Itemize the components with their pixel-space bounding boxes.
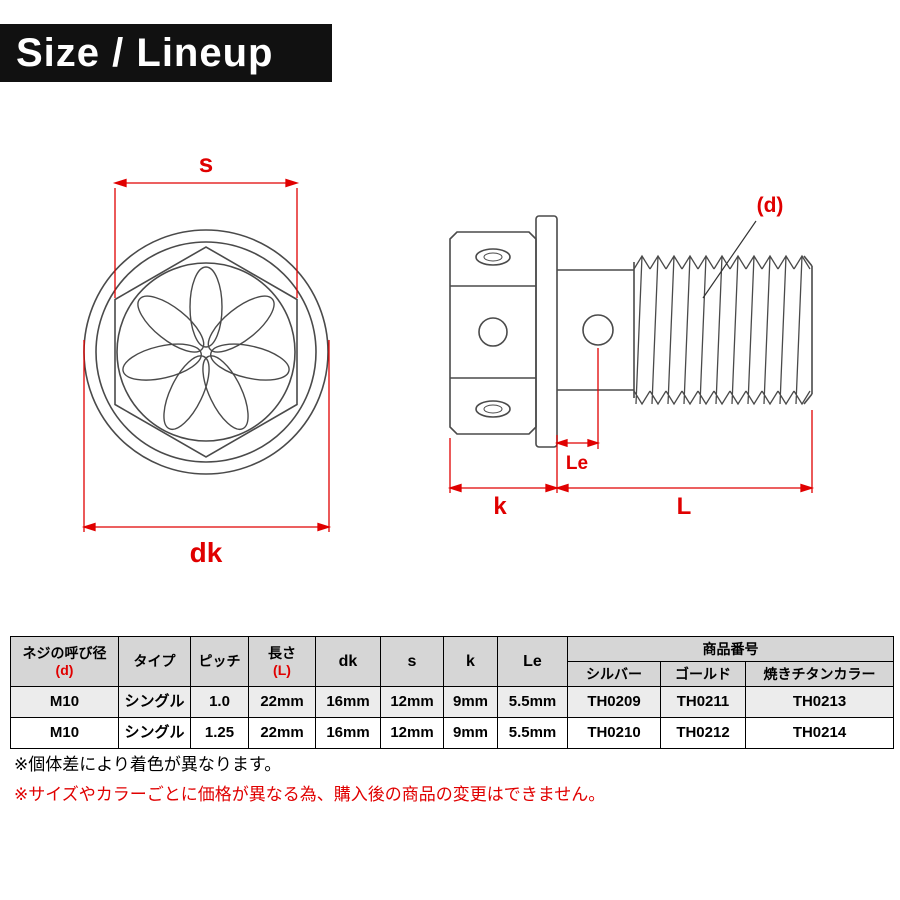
cell-le: 5.5mm — [497, 717, 568, 749]
table-row: M10 シングル 1.0 22mm 16mm 12mm 9mm 5.5mm TH… — [10, 686, 894, 718]
col-header-length-label: 長さ — [268, 644, 296, 661]
cell-product-gold: TH0212 — [660, 717, 746, 749]
head-dimple-middle — [478, 317, 508, 347]
cell-pitch: 1.25 — [190, 717, 249, 749]
bolt-technical-drawing: s dk (d) — [81, 148, 815, 568]
thread-ridges — [633, 254, 811, 406]
dim-label-dk: dk — [190, 537, 223, 568]
side-hex-head — [449, 231, 537, 435]
side-flange — [535, 215, 558, 448]
cell-product-silver: TH0209 — [567, 686, 661, 718]
cell-le: 5.5mm — [497, 686, 568, 718]
col-header-s: s — [380, 636, 444, 687]
page-title: Size / Lineup — [16, 30, 274, 75]
col-header-gold: ゴールド — [660, 661, 746, 687]
col-header-dk: dk — [315, 636, 381, 687]
dim-label-le: Le — [566, 453, 588, 474]
col-header-k: k — [443, 636, 498, 687]
col-header-silver: シルバー — [567, 661, 661, 687]
cell-type: シングル — [118, 717, 191, 749]
header-row-1: ネジの呼び径 (d) タイプ ピッチ 長さ (L) dk s k Le 商品番号 — [10, 636, 894, 687]
note-color-variation: ※個体差により着色が異なります。 — [14, 755, 282, 774]
cell-s: 12mm — [380, 686, 444, 718]
cell-product-titanium: TH0213 — [745, 686, 894, 718]
cell-dk: 16mm — [315, 717, 381, 749]
cell-product-gold: TH0211 — [660, 686, 746, 718]
cell-product-silver: TH0210 — [567, 717, 661, 749]
col-header-length-sub: (L) — [273, 661, 291, 678]
cell-s: 12mm — [380, 717, 444, 749]
cell-length: 22mm — [248, 717, 316, 749]
flange-inner-circle — [95, 241, 317, 463]
cell-size: M10 — [10, 686, 119, 718]
table-row: M10 シングル 1.25 22mm 16mm 12mm 9mm 5.5mm T… — [10, 717, 894, 749]
head-dimple-bottom — [475, 400, 511, 418]
side-view-dimensions — [447, 348, 815, 493]
dim-label-d: (d) — [757, 194, 784, 217]
cell-k: 9mm — [443, 717, 498, 749]
col-header-type: タイプ — [118, 636, 191, 687]
col-header-product-no: 商品番号 — [567, 636, 894, 662]
cell-size: M10 — [10, 717, 119, 749]
cell-length: 22mm — [248, 686, 316, 718]
dim-label-s: s — [199, 148, 213, 178]
hex-head-outline — [114, 246, 298, 458]
side-view-drawing — [449, 215, 813, 448]
cell-product-titanium: TH0214 — [745, 717, 894, 749]
col-header-size-sub: (d) — [55, 661, 74, 678]
col-header-size: ネジの呼び径 (d) — [10, 636, 119, 687]
note-price-warning: ※サイズやカラーごとに価格が異なる為、購入後の商品の変更はできません。 — [14, 785, 606, 804]
title-banner: Size / Lineup — [0, 24, 332, 82]
flower-petals — [122, 266, 290, 431]
col-header-size-label: ネジの呼び径 — [22, 644, 107, 661]
cell-pitch: 1.0 — [190, 686, 249, 718]
dim-label-k: k — [493, 493, 507, 520]
head-face-circle — [116, 262, 296, 442]
d-leader-line — [702, 220, 757, 299]
front-view-dimensions — [81, 178, 332, 532]
col-header-pitch: ピッチ — [190, 636, 249, 687]
dim-label-l: L — [677, 493, 692, 520]
spec-table: ネジの呼び径 (d) タイプ ピッチ 長さ (L) dk s k Le 商品番号… — [10, 636, 894, 749]
head-dimple-top — [475, 248, 511, 266]
banjo-hole — [582, 314, 614, 346]
col-header-titanium: 焼きチタンカラー — [745, 661, 894, 687]
header-row-2: シルバー ゴールド 焼きチタンカラー — [11, 661, 894, 687]
cell-dk: 16mm — [315, 686, 381, 718]
cell-type: シングル — [118, 686, 191, 718]
col-header-length: 長さ (L) — [248, 636, 316, 687]
front-view-drawing — [83, 229, 329, 475]
col-header-le: Le — [497, 636, 568, 687]
cell-k: 9mm — [443, 686, 498, 718]
